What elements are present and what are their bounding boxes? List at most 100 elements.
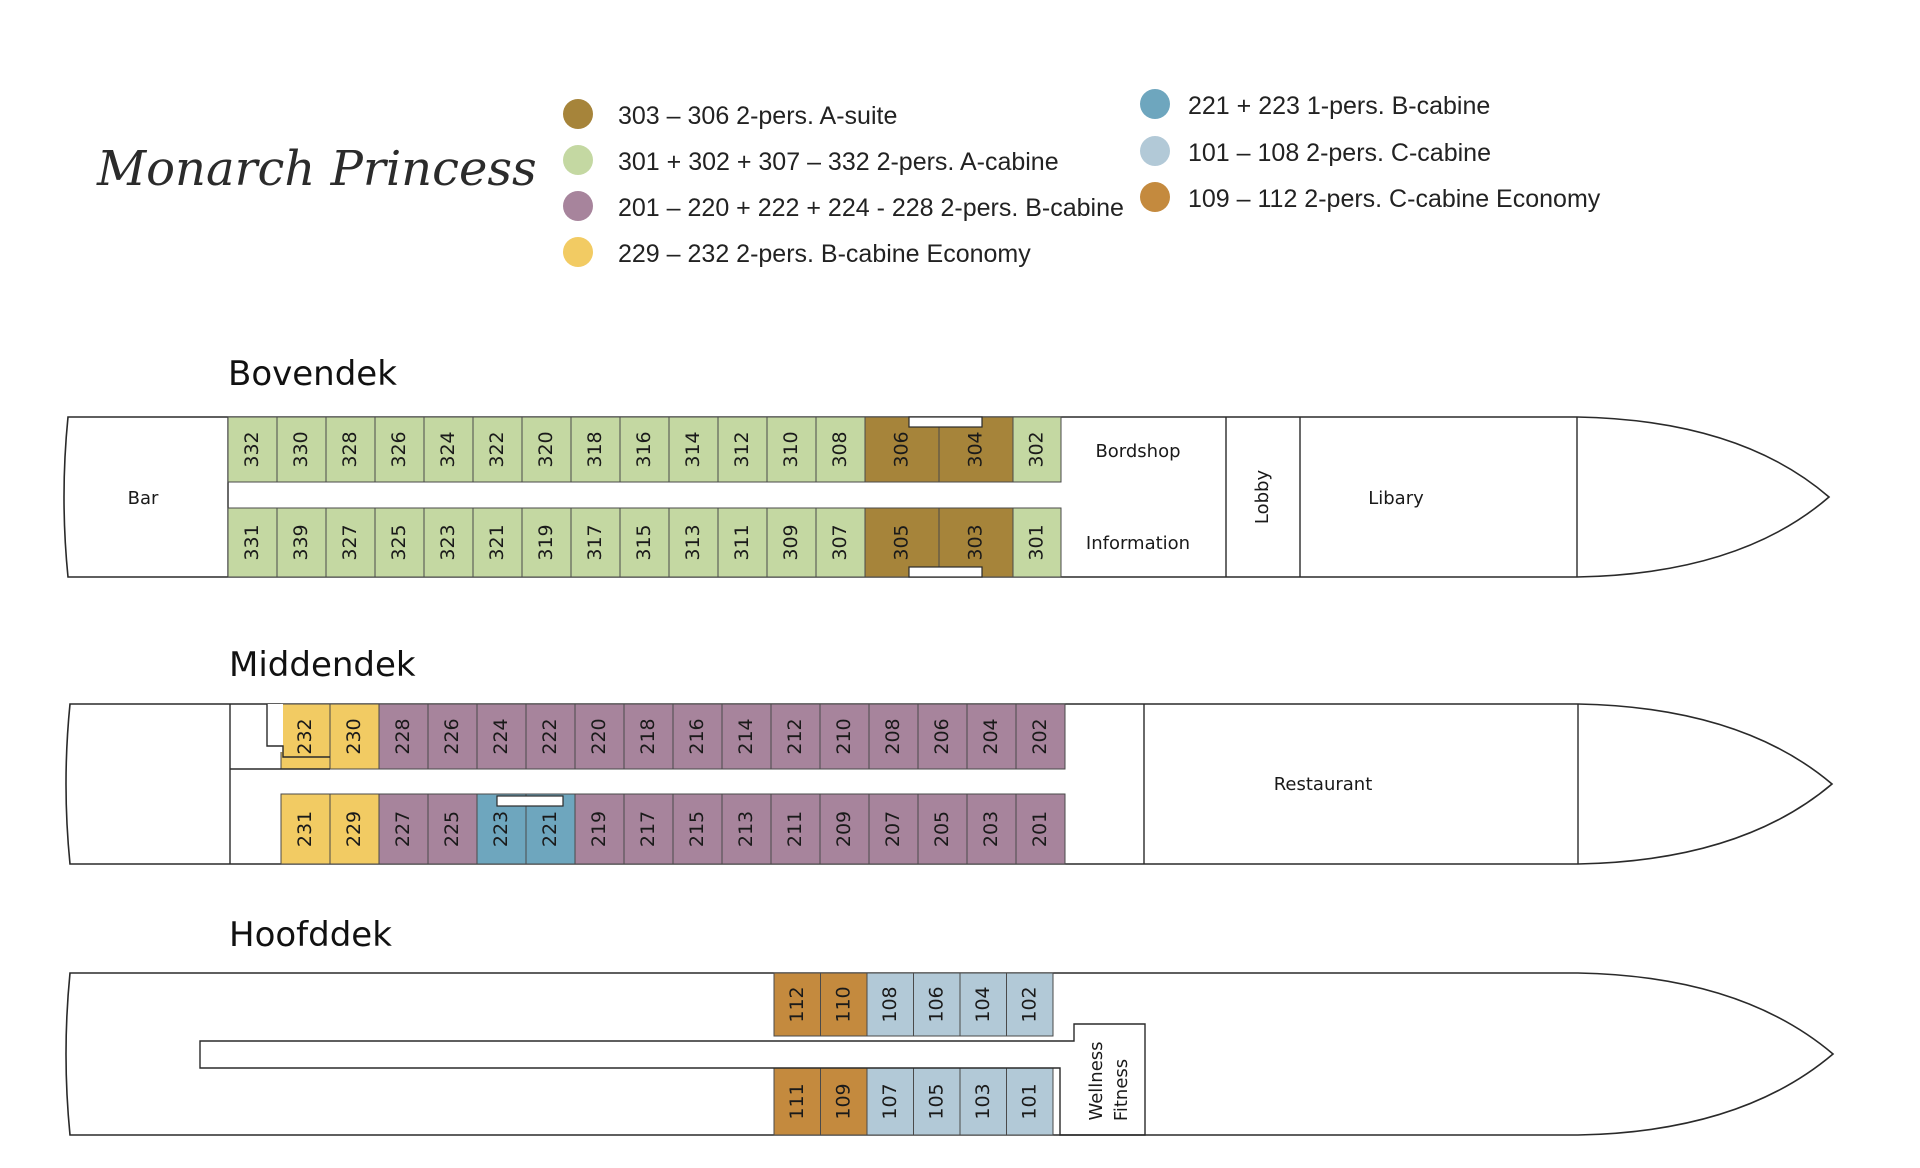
cabin-number-231: 231 [294, 811, 316, 847]
cabin-231[interactable] [280, 793, 331, 865]
cabin-104[interactable] [959, 972, 1007, 1037]
legend-item-c-cabine: 101 – 108 2-pers. C-cabine [1140, 136, 1491, 167]
cabin-225[interactable] [427, 793, 478, 865]
deck-title-bovendek: Bovendek [228, 354, 397, 394]
cabin-number-223: 223 [490, 811, 512, 847]
cabin-214[interactable] [721, 703, 772, 770]
cabin-number-203: 203 [980, 811, 1002, 847]
cabin-number-301: 301 [1026, 524, 1048, 560]
cabin-number-218: 218 [637, 718, 659, 754]
cabin-215[interactable] [672, 793, 723, 865]
cabin-306[interactable] [864, 416, 940, 483]
cabin-212[interactable] [770, 703, 821, 770]
legend-item-c-economy: 109 – 112 2-pers. C-cabine Economy [1140, 182, 1601, 213]
cabin-230[interactable] [329, 703, 380, 770]
cabin-325[interactable] [374, 507, 425, 578]
cabin-331[interactable] [227, 507, 278, 578]
cabin-220[interactable] [574, 703, 625, 770]
cabin-222[interactable] [525, 703, 576, 770]
cabin-328[interactable] [325, 416, 376, 483]
cabin-308[interactable] [815, 416, 866, 483]
cabin-316[interactable] [619, 416, 670, 483]
cabin-number-101: 101 [1018, 1083, 1040, 1119]
room-restaurant: Restaurant [1274, 774, 1373, 795]
cabin-102[interactable] [1006, 972, 1054, 1037]
legend-swatch-c-economy [1140, 182, 1170, 212]
legend-label-b-single: 221 + 223 1-pers. B-cabine [1188, 92, 1490, 120]
legend-label-b-economy: 229 – 232 2-pers. B-cabine Economy [618, 240, 1031, 268]
cabin-232[interactable] [280, 703, 331, 770]
cabin-103[interactable] [959, 1067, 1007, 1136]
legend-item-a-suite: 303 – 306 2-pers. A-suite [563, 99, 897, 130]
cabin-313[interactable] [668, 507, 719, 578]
cabin-211[interactable] [770, 793, 821, 865]
legend-label-c-cabine: 101 – 108 2-pers. C-cabine [1188, 139, 1491, 167]
cabin-216[interactable] [672, 703, 723, 770]
cabin-206[interactable] [917, 703, 968, 770]
cabin-339[interactable] [276, 507, 327, 578]
cabin-317[interactable] [570, 507, 621, 578]
cabin-108[interactable] [866, 972, 914, 1037]
cabin-310[interactable] [766, 416, 817, 483]
cabin-number-302: 302 [1026, 431, 1048, 467]
cabin-number-325: 325 [388, 524, 410, 560]
cabin-307[interactable] [815, 507, 866, 578]
cabin-109[interactable] [820, 1067, 868, 1136]
cabin-number-311: 311 [731, 524, 753, 560]
cabin-number-309: 309 [780, 524, 802, 560]
cabin-106[interactable] [913, 972, 961, 1037]
cabin-number-317: 317 [584, 524, 606, 560]
cabin-number-321: 321 [486, 524, 508, 560]
cabin-number-227: 227 [392, 811, 414, 847]
cabin-324[interactable] [423, 416, 474, 483]
cabin-209[interactable] [819, 793, 870, 865]
cabin-number-202: 202 [1029, 718, 1051, 754]
cabin-229[interactable] [329, 793, 380, 865]
cabin-number-313: 313 [682, 524, 704, 560]
cabin-210[interactable] [819, 703, 870, 770]
legend-item-b-single: 221 + 223 1-pers. B-cabine [1140, 89, 1490, 120]
cabin-number-110: 110 [832, 986, 854, 1022]
cabin-305[interactable] [864, 507, 940, 578]
cabin-number-310: 310 [780, 431, 802, 467]
cabin-101[interactable] [1006, 1067, 1054, 1136]
legend-swatch-c-cabine [1140, 136, 1170, 166]
cabin-309[interactable] [766, 507, 817, 578]
cabin-111[interactable] [773, 1067, 821, 1136]
cabin-number-109: 109 [832, 1083, 854, 1119]
cabin-228[interactable] [378, 703, 429, 770]
cabin-302[interactable] [1012, 416, 1062, 483]
cabin-322[interactable] [472, 416, 523, 483]
cabin-112[interactable] [773, 972, 821, 1037]
cabin-315[interactable] [619, 507, 670, 578]
cabin-330[interactable] [276, 416, 327, 483]
cabin-304[interactable] [938, 416, 1014, 483]
cabin-213[interactable] [721, 793, 772, 865]
cabin-219[interactable] [574, 793, 625, 865]
cabin-number-316: 316 [633, 431, 655, 467]
cabin-number-206: 206 [931, 718, 953, 754]
cabin-204[interactable] [966, 703, 1017, 770]
cabin-326[interactable] [374, 416, 425, 483]
legend-swatch-a-cabine [563, 145, 593, 175]
cabin-number-224: 224 [490, 718, 512, 754]
cabin-320[interactable] [521, 416, 572, 483]
cabin-110[interactable] [820, 972, 868, 1037]
cabin-311[interactable] [717, 507, 768, 578]
cabin-321[interactable] [472, 507, 523, 578]
room-wellness: Wellness [1086, 1041, 1107, 1120]
cabin-105[interactable] [913, 1067, 961, 1136]
cabin-202[interactable] [1015, 703, 1066, 770]
legend-label-a-suite: 303 – 306 2-pers. A-suite [618, 102, 897, 130]
cabin-203[interactable] [966, 793, 1017, 865]
cabin-323[interactable] [423, 507, 474, 578]
cabin-201[interactable] [1015, 793, 1066, 865]
legend-item-b-cabine: 201 – 220 + 222 + 224 - 228 2-pers. B-ca… [563, 191, 1124, 222]
cabin-227[interactable] [378, 793, 429, 865]
cabin-327[interactable] [325, 507, 376, 578]
cabin-224[interactable] [476, 703, 527, 770]
cabin-number-217: 217 [637, 811, 659, 847]
cabin-301[interactable] [1012, 507, 1062, 578]
